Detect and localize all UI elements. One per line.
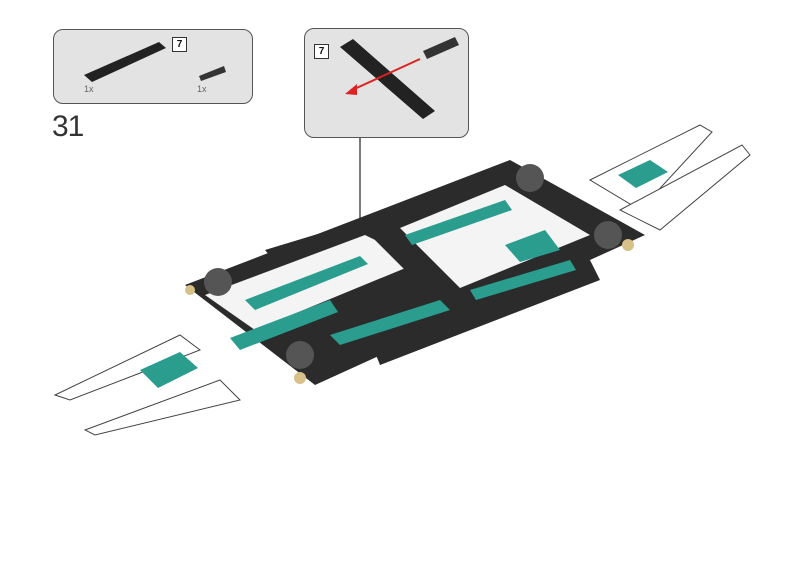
pin-icon — [423, 37, 459, 59]
left-wings — [53, 334, 241, 436]
right-wings — [588, 124, 751, 231]
pin-part-icon — [199, 66, 226, 81]
beam-quantity: 1x — [84, 84, 94, 94]
callout-beam-length-label: 7 — [314, 44, 329, 59]
sub-assembly-callout: 7 — [304, 28, 469, 138]
pin-quantity: 1x — [197, 84, 207, 94]
parts-list-panel: 7 1x 1x — [53, 29, 253, 104]
step-number: 31 — [52, 110, 84, 143]
callout-illustration — [340, 37, 459, 119]
beam-7-part-icon — [84, 42, 226, 82]
insert-arrow-icon — [349, 58, 421, 92]
beam-length-label: 7 — [172, 37, 187, 52]
chassis-frame — [185, 160, 645, 385]
